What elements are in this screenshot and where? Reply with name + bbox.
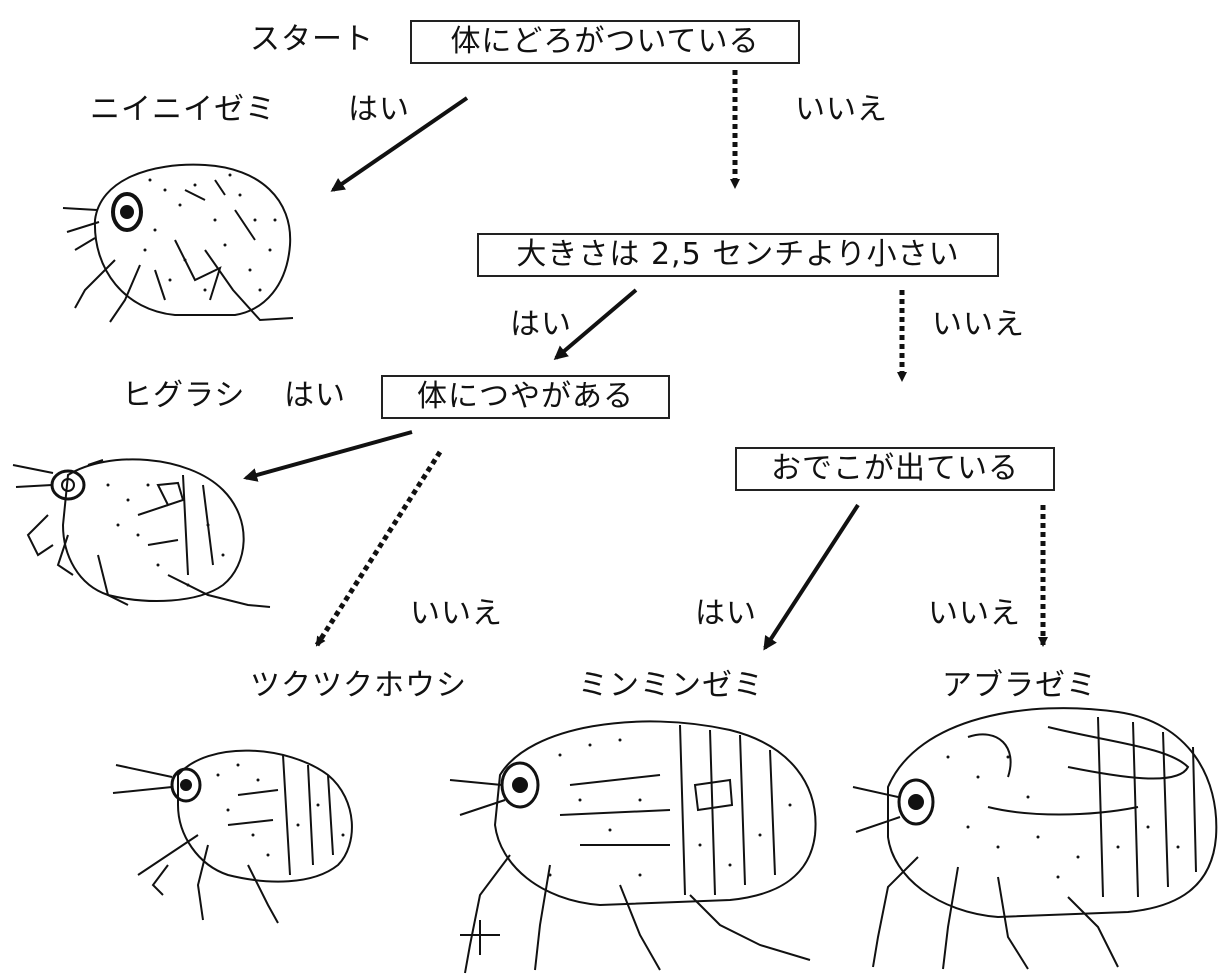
answer-yes-q1: はい bbox=[348, 92, 410, 128]
species-label-tsukutsukuboushi: ツクツクホウシ bbox=[250, 668, 467, 704]
nymph-minminzemi-illustration bbox=[440, 705, 825, 975]
answer-no-q4: いいえ bbox=[928, 596, 1021, 632]
arrow-q4-yes bbox=[765, 505, 858, 648]
question-box-gloss: 体につやがある bbox=[381, 375, 670, 419]
species-label-higurashi: ヒグラシ bbox=[122, 378, 245, 414]
start-label: スタート bbox=[250, 22, 374, 58]
nymph-higurashi-illustration bbox=[8, 445, 273, 620]
question-box-mud: 体にどろがついている bbox=[410, 20, 800, 64]
nymph-tsukutsukuboushi-illustration bbox=[108, 735, 373, 925]
answer-no-q3: いいえ bbox=[410, 596, 503, 632]
species-label-minminzemi: ミンミンゼミ bbox=[578, 668, 764, 704]
answer-yes-q3: はい bbox=[284, 378, 346, 414]
nymph-niiniizemi-illustration bbox=[55, 150, 305, 335]
question-box-forehead: おでこが出ている bbox=[735, 447, 1055, 491]
answer-yes-q4: はい bbox=[695, 596, 757, 632]
answer-no-q1: いいえ bbox=[795, 92, 888, 128]
answer-yes-q2: はい bbox=[510, 307, 572, 343]
answer-no-q2: いいえ bbox=[932, 307, 1025, 343]
species-label-niiniizemi: ニイニイゼミ bbox=[90, 92, 276, 128]
nymph-aburazemi-illustration bbox=[848, 697, 1220, 977]
question-box-size: 大きさは 2,5 センチより小さい bbox=[477, 233, 999, 277]
